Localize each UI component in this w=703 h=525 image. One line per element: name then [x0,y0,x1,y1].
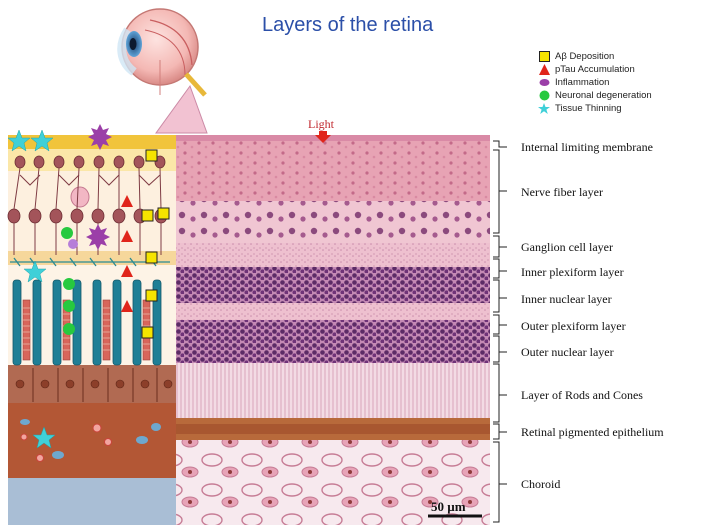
scale-bar-label: 50 µm [431,499,466,515]
layer-label-choroid: Choroid [521,477,560,492]
purple-spiky-icon [537,77,551,89]
layer-label-rods-cones: Layer of Rods and Cones [521,388,643,403]
layer-brackets [493,141,507,522]
layer-label-gcl: Ganglion cell layer [521,240,613,255]
histology-section [176,135,490,525]
green-circle-icon [537,90,551,102]
layer-label-ilm: Internal limiting membrane [521,140,653,155]
legend-item: Inflammation [537,76,652,89]
legend-label: Tissue Thinning [555,103,622,114]
layer-label-nfl: Nerve fiber layer [521,185,603,200]
layer-label-ipl: Inner plexiform layer [521,265,624,280]
light-label: Light [308,117,334,132]
legend-item: Tissue Thinning [537,102,652,115]
legend-label: pTau Accumulation [555,64,635,75]
diagram-title: Layers of the retina [262,14,433,37]
legend-item: Neuronal degeneration [537,89,652,102]
yellow-square-icon [537,51,551,63]
legend-label: Inflammation [555,77,609,88]
zoom-callout [156,86,207,133]
legend-label: Neuronal degeneration [555,90,652,101]
legend-item: Aβ Deposition [537,50,652,63]
red-triangle-icon [537,64,551,76]
legend-item: pTau Accumulation [537,63,652,76]
layer-label-inl: Inner nuclear layer [521,292,612,307]
eye-illustration [122,9,205,95]
legend-label: Aβ Deposition [555,51,614,62]
layer-label-rpe: Retinal pigmented epithelium [521,425,664,440]
legend: Aβ Deposition pTau Accumulation Inflamma… [537,50,652,115]
layer-label-onl: Outer nuclear layer [521,345,614,360]
cyan-star-icon [537,103,551,115]
layer-label-opl: Outer plexiform layer [521,319,626,334]
